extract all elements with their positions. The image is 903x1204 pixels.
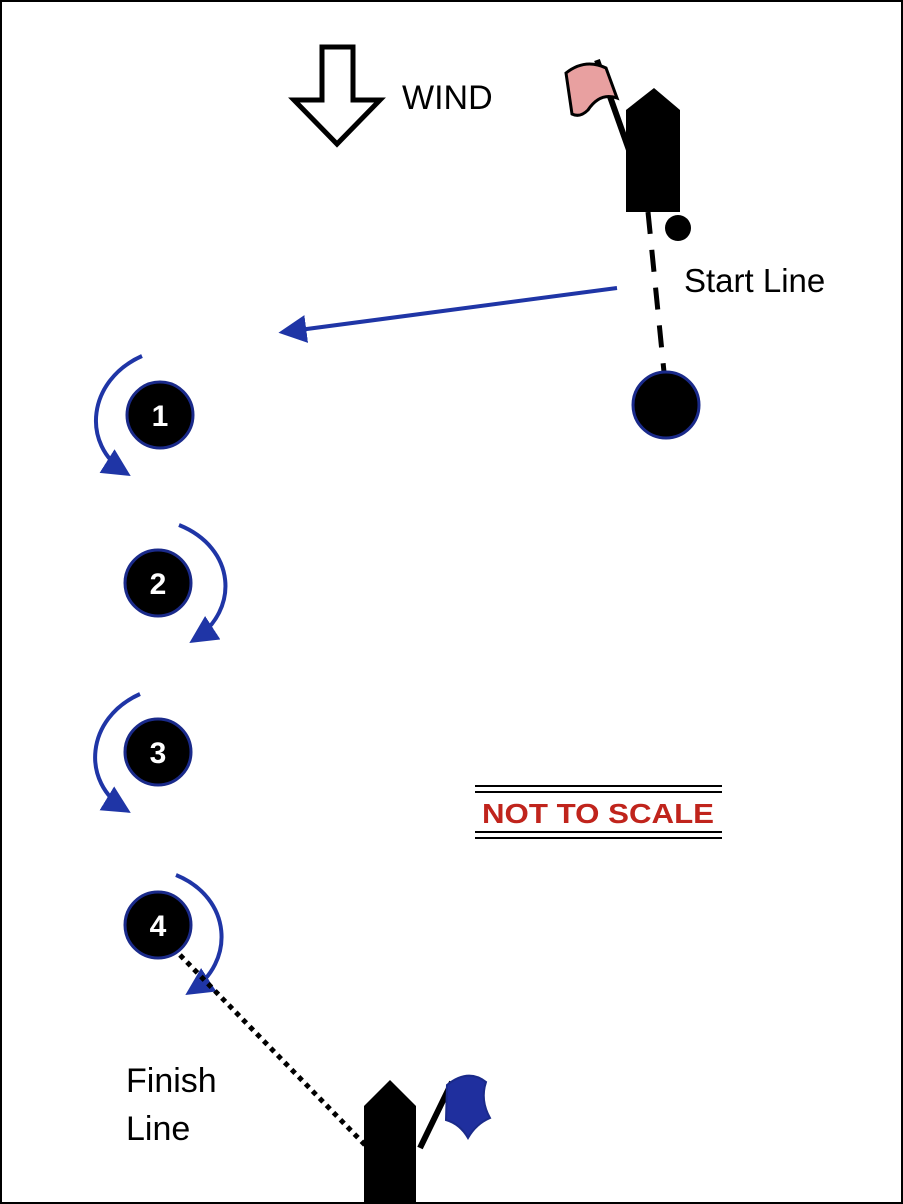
committee-boat-icon: [626, 88, 680, 212]
mark-3: 3: [93, 692, 193, 813]
mark-number-2: 2: [150, 568, 167, 601]
mark-2: 2: [123, 523, 228, 644]
mark-4: 4: [123, 873, 224, 996]
mark-number-4: 4: [150, 910, 167, 943]
mark-buoy-3: [123, 717, 193, 787]
start-line: [645, 211, 667, 373]
rounding-arrow-2: [178, 523, 228, 644]
finish-line-label-line1: Finish: [126, 1062, 217, 1100]
mark-buoy-1: [125, 380, 195, 450]
wind-label: WIND: [402, 79, 493, 117]
start-committee-boat: [564, 58, 680, 212]
down-arrow-icon: [288, 44, 386, 148]
mark-number-1: 1: [152, 400, 169, 433]
rounding-arrow-1: [93, 354, 143, 476]
flag-icon: [444, 1074, 492, 1141]
mark-buoy-2: [123, 548, 193, 618]
finish-boat: [364, 1074, 492, 1204]
mark-buoy-4: [123, 890, 193, 960]
finish-line-label-line2: Line: [126, 1110, 190, 1148]
course-direction-arrow: [278, 286, 618, 343]
start-pin-buoy: [631, 370, 701, 440]
rounding-arrow-3: [93, 692, 141, 813]
start-pin-small-buoy: [665, 215, 691, 241]
finish-boat-icon: [364, 1080, 416, 1204]
wind-indicator: WIND: [288, 44, 493, 148]
start-line-label: Start Line: [684, 262, 825, 299]
flag-icon: [564, 62, 620, 117]
not-to-scale-label: NOT TO SCALE: [482, 798, 714, 829]
not-to-scale-note: NOT TO SCALE: [475, 785, 722, 839]
mark-number-3: 3: [150, 737, 167, 770]
mark-1: 1: [93, 354, 195, 476]
finish-line: [178, 953, 370, 1150]
